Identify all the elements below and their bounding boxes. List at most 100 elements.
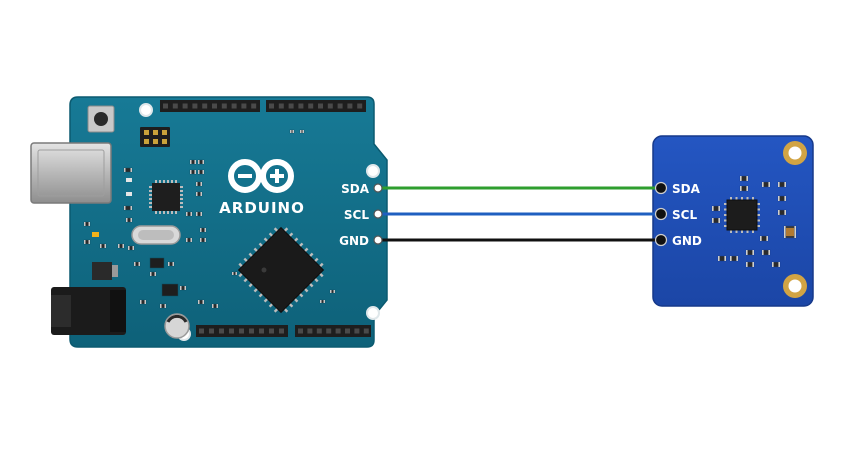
smd-components: [83, 129, 336, 309]
header-pin: [212, 103, 217, 109]
arduino-pin-label-sda: SDA: [341, 182, 370, 196]
chip-pin: [155, 180, 157, 183]
arduino-pin-label-gnd: GND: [339, 234, 369, 248]
sensor-pin-label-gnd: GND: [672, 234, 702, 248]
header-pin: [209, 328, 214, 334]
header-pin: [278, 103, 284, 109]
chip-pin: [180, 194, 183, 196]
header-pin: [363, 328, 369, 334]
arduino-brand-text: ARDUINO: [219, 199, 305, 217]
smd-part: [161, 283, 179, 297]
sensor-board: SDA SCL GND: [652, 135, 814, 307]
chip-pin: [724, 208, 727, 211]
chip-pin: [724, 214, 727, 216]
header-pin: [354, 328, 360, 334]
minus-icon: [238, 174, 252, 178]
chip-pin: [163, 180, 165, 183]
chip-pin: [159, 180, 161, 183]
sensor-smd-components: [711, 175, 797, 268]
chip-pin: [149, 190, 152, 192]
chip-pin: [757, 208, 760, 211]
header-pin: [192, 103, 198, 109]
header-pin: [335, 328, 341, 334]
chip-pin: [730, 197, 732, 200]
header-pin: [199, 328, 204, 334]
header-pin: [347, 103, 353, 109]
header-pin: [229, 328, 234, 334]
chip-pin: [167, 211, 169, 214]
chip-pin: [757, 219, 760, 222]
top-header-left: [160, 100, 260, 112]
header-pin: [269, 328, 274, 334]
pin-pads: [373, 181, 668, 247]
sensor-pin-label-sda: SDA: [672, 182, 701, 196]
mounting-hole: [366, 306, 380, 320]
arduino-logo: ARDUINO: [219, 159, 305, 217]
header-pin: [221, 103, 227, 109]
header-pin: [182, 103, 188, 109]
chip-pin: [149, 198, 152, 200]
header-pin: [239, 328, 244, 334]
chip-pin: [149, 202, 152, 204]
usb-chip: [149, 180, 183, 214]
chip-pin: [724, 219, 727, 222]
chip-pin: [752, 230, 754, 233]
chip-pin: [149, 194, 152, 196]
sensor-chip: [724, 197, 760, 233]
sensor-pin-pad: [654, 181, 668, 195]
reset-button: [87, 105, 115, 133]
capacitor: [164, 313, 190, 339]
header-pin: [288, 103, 294, 109]
chip-pin: [741, 230, 743, 233]
header-pin: [163, 103, 168, 109]
chip-pin: [757, 225, 760, 227]
chip-pin: [155, 211, 157, 214]
header-pin: [337, 103, 343, 109]
sensor-i2c-pins: SDA SCL GND: [672, 182, 702, 248]
chip-pin: [752, 197, 754, 200]
header-pin: [251, 103, 257, 109]
chip-pin: [741, 197, 743, 200]
header-pin: [249, 328, 254, 334]
chip-pin: [175, 180, 177, 183]
chip-pin: [746, 230, 749, 233]
infinity-icon: [228, 159, 294, 193]
chip-pin: [735, 197, 738, 200]
chip-pin: [180, 198, 183, 200]
header-pin: [172, 103, 178, 109]
mounting-hole: [366, 164, 380, 178]
chip-pin: [149, 206, 152, 208]
usb-connector: [30, 142, 112, 204]
header-pin: [308, 103, 314, 109]
chip-pin: [757, 203, 760, 205]
smd-part: [149, 257, 165, 269]
chip-pin: [180, 202, 183, 204]
header-pin: [327, 103, 333, 109]
mounting-hole: [139, 103, 153, 117]
chip-pin: [180, 190, 183, 192]
header-pin: [326, 328, 332, 334]
chip-pin: [180, 186, 183, 188]
led: [126, 178, 132, 182]
led: [92, 232, 99, 237]
header-pin: [279, 328, 284, 334]
header-pin: [316, 328, 322, 334]
regulator-tab: [112, 265, 118, 277]
header-pin: [345, 328, 350, 334]
header-pin: [269, 103, 274, 109]
microcontroller-chip: [237, 226, 325, 314]
header-pin: [357, 103, 363, 109]
chip-pin: [746, 197, 749, 200]
sensor-pin-pad: [654, 233, 668, 247]
top-header-right: [266, 100, 366, 112]
icsp-header: [140, 127, 170, 147]
chip-pin: [735, 230, 738, 233]
header-pin: [298, 328, 303, 334]
sensor-mounting-hole: [783, 274, 807, 298]
led: [126, 192, 132, 196]
header-pin: [307, 328, 313, 334]
header-pin: [241, 103, 247, 109]
voltage-regulator: [92, 262, 112, 280]
